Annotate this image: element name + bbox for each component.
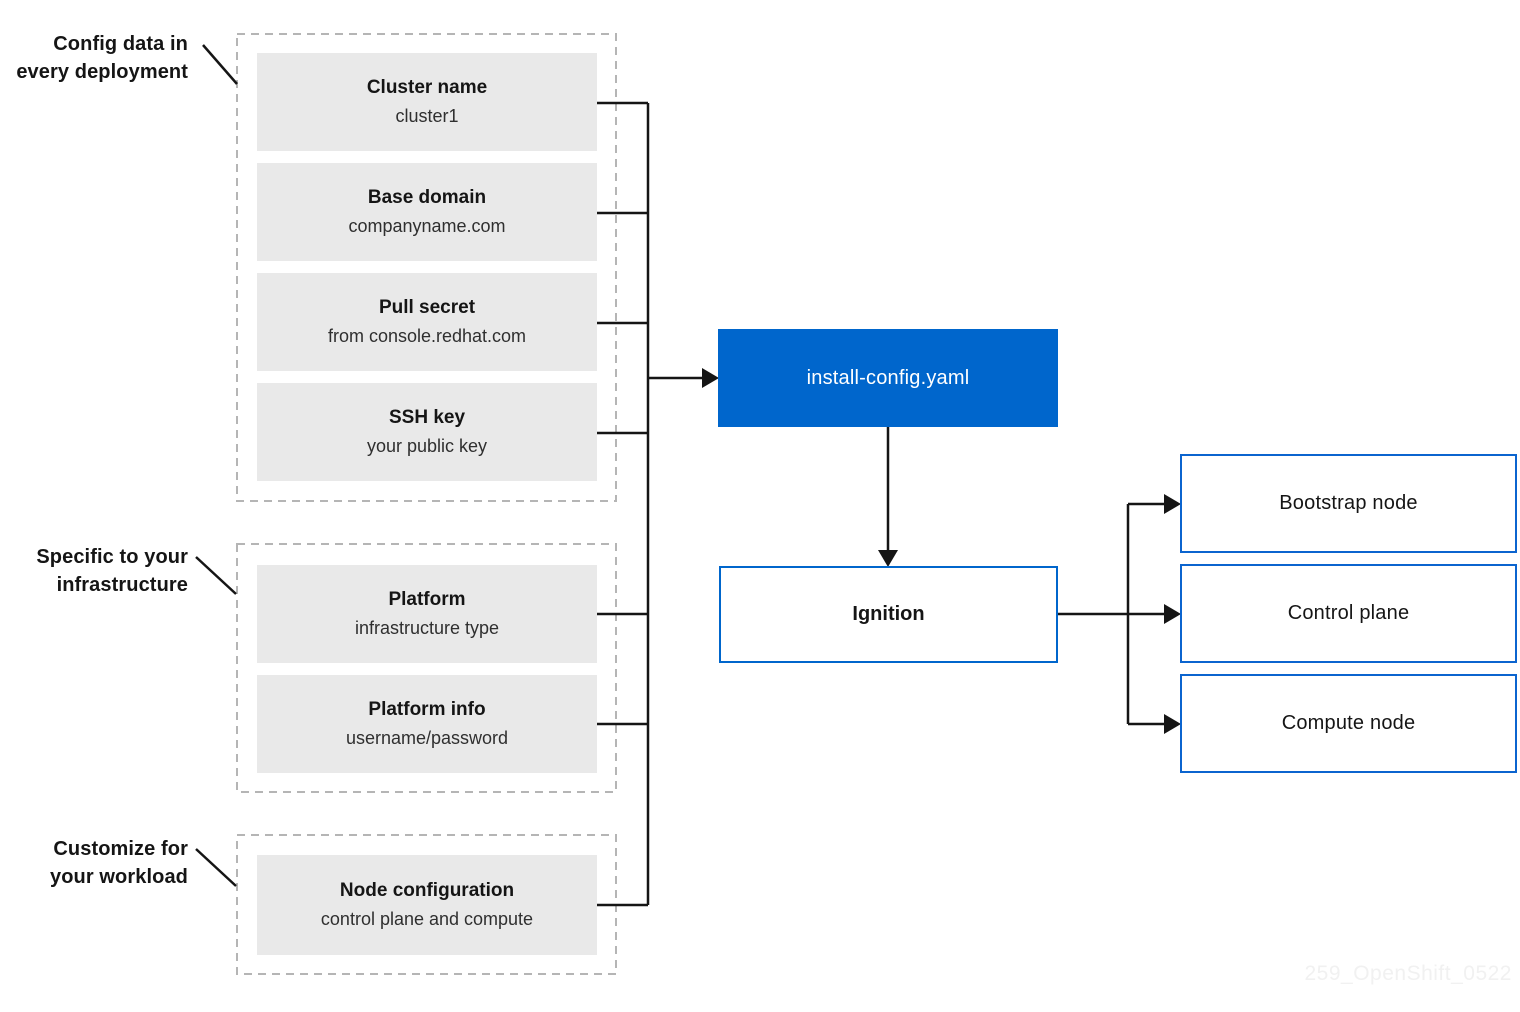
pointer-line-workload	[195, 848, 237, 887]
config-box-cluster-name: Cluster name cluster1	[257, 53, 597, 151]
label-workload: Customize for your workload	[0, 835, 188, 891]
arrowhead-to-install-config	[702, 368, 719, 388]
compute-node-label: Compute node	[1281, 712, 1416, 734]
pointer-line-infrastructure	[195, 556, 237, 595]
config-box-ssh-key: SSH key your public key	[257, 383, 597, 481]
ignition-label: Ignition	[852, 603, 925, 625]
box-title: Node configuration	[339, 880, 515, 901]
bootstrap-node-box: Bootstrap node	[1180, 454, 1517, 553]
control-plane-box: Control plane	[1180, 564, 1517, 663]
compute-node-box: Compute node	[1180, 674, 1517, 773]
label-line: infrastructure	[56, 574, 188, 596]
ignition-box: Ignition	[719, 566, 1058, 663]
box-subtitle: your public key	[366, 436, 488, 456]
label-line: every deployment	[16, 61, 188, 83]
label-line: Config data in	[53, 33, 188, 55]
bootstrap-node-label: Bootstrap node	[1279, 492, 1418, 514]
config-box-platform-info: Platform info username/password	[257, 675, 597, 773]
label-line: Customize for	[53, 838, 188, 860]
install-config-yaml-box: install-config.yaml	[718, 329, 1058, 427]
arrowhead-to-control-plane	[1164, 604, 1181, 624]
control-plane-label: Control plane	[1287, 602, 1410, 624]
arrowhead-to-bootstrap	[1164, 494, 1181, 514]
config-box-pull-secret: Pull secret from console.redhat.com	[257, 273, 597, 371]
box-title: Base domain	[367, 187, 487, 208]
arrowhead-to-ignition	[878, 550, 898, 567]
label-line: your workload	[50, 866, 188, 888]
box-subtitle: control plane and compute	[320, 909, 534, 929]
group-outline-infrastructure	[236, 543, 617, 793]
label-line: Specific to your	[36, 546, 188, 568]
box-subtitle: companyname.com	[348, 216, 506, 236]
box-title: Cluster name	[366, 77, 488, 98]
group-outline-config-data	[236, 33, 617, 502]
box-subtitle: username/password	[345, 728, 509, 748]
bus-stub-lines	[597, 101, 648, 907]
label-infrastructure: Specific to your infrastructure	[0, 543, 188, 599]
box-title: Platform info	[368, 699, 486, 720]
install-config-yaml-label: install-config.yaml	[806, 366, 970, 389]
label-config-data: Config data in every deployment	[0, 30, 188, 86]
pointer-line-config-data	[202, 44, 238, 85]
config-box-platform: Platform infrastructure type	[257, 565, 597, 663]
box-subtitle: infrastructure type	[354, 618, 500, 638]
box-title: Platform	[388, 589, 466, 610]
config-box-node-configuration: Node configuration control plane and com…	[257, 855, 597, 955]
box-subtitle: cluster1	[395, 106, 459, 126]
box-title: SSH key	[388, 407, 466, 428]
config-box-base-domain: Base domain companyname.com	[257, 163, 597, 261]
box-title: Pull secret	[378, 297, 476, 318]
arrowhead-to-compute	[1164, 714, 1181, 734]
box-subtitle: from console.redhat.com	[327, 326, 527, 346]
watermark-text: 259_OpenShift_0522	[1304, 962, 1512, 985]
